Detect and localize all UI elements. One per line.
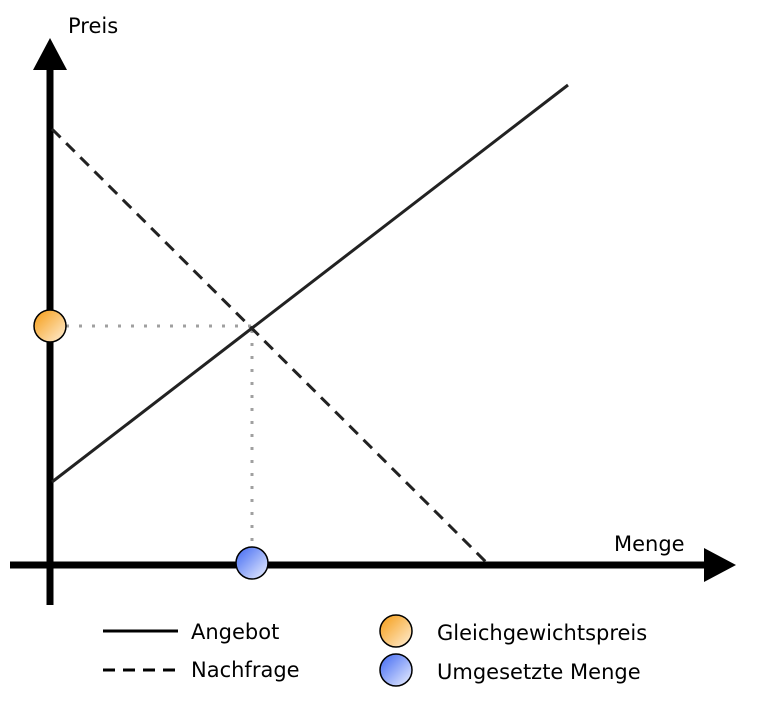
legend-traded-quantity-label: Umgesetzte Menge — [437, 660, 641, 684]
equilibrium-price-marker — [33, 309, 67, 343]
traded-quantity-marker — [235, 546, 269, 580]
legend-demand-label: Nachfrage — [191, 658, 300, 682]
supply-line — [51, 83, 569, 484]
demand-line — [50, 127, 489, 565]
x-axis-arrow — [704, 548, 736, 582]
x-axis-label: Menge — [614, 532, 685, 556]
y-axis-label: Preis — [68, 14, 118, 38]
legend-equilibrium-price-swatch — [379, 614, 413, 648]
legend-traded-quantity-swatch — [379, 653, 413, 687]
y-axis-arrow — [33, 38, 67, 70]
legend-supply-label: Angebot — [191, 620, 279, 644]
legend-equilibrium-price-label: Gleichgewichtspreis — [437, 621, 647, 645]
